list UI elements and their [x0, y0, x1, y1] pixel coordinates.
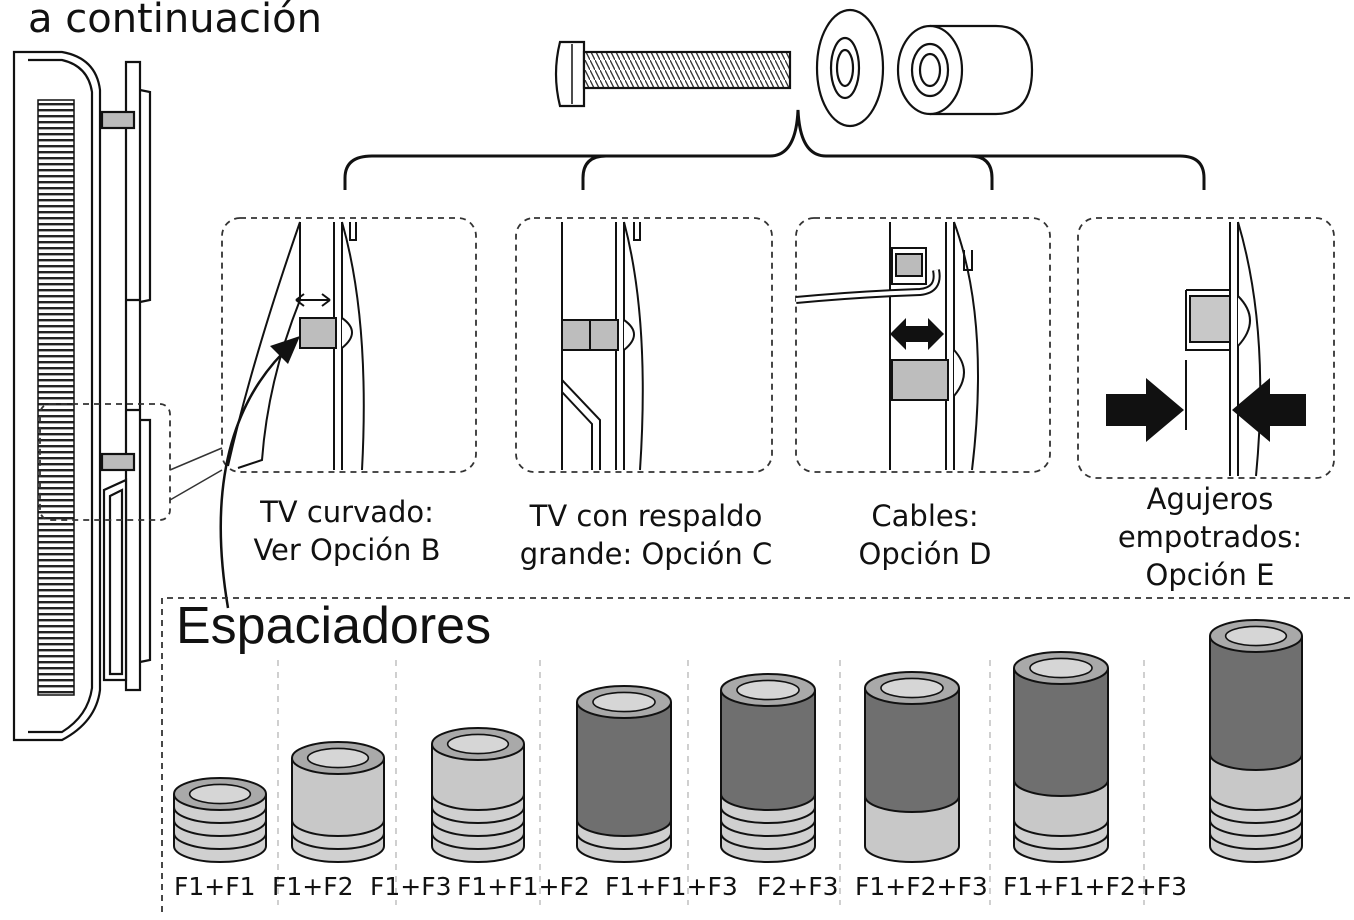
spacer-stack	[291, 741, 385, 863]
panel-b-art	[227, 221, 365, 471]
spacer-segment	[1209, 636, 1303, 771]
spacer-label: F1+F1	[174, 872, 256, 901]
spacer-top-inner	[592, 691, 656, 713]
spacer-stack	[173, 777, 267, 863]
spacer-dividers	[277, 660, 1145, 905]
spacer-segment	[431, 744, 525, 811]
spacer-stack	[1209, 619, 1303, 863]
spacer-ring-line	[173, 806, 267, 824]
spacer-ring-line	[431, 806, 525, 824]
spacer-ring-line	[1013, 832, 1109, 850]
caption-line: TV curvado:	[260, 495, 434, 529]
spacer-top-inner	[736, 679, 800, 701]
spacer-ring-line	[720, 806, 816, 824]
spacer-ring-line	[291, 832, 385, 850]
zoom-region	[39, 403, 171, 521]
spacer-ring-line	[576, 832, 672, 850]
arrow-right-e	[1106, 378, 1184, 442]
caption-line: grande: Opción C	[519, 537, 773, 571]
panel-d-art	[795, 221, 979, 471]
spacer-top-inner	[880, 677, 944, 699]
spacer-segment	[291, 758, 385, 837]
spacer-segment	[576, 702, 672, 837]
spacer-label: F1+F3	[370, 872, 452, 901]
spacer-label: F1+F1+F2	[457, 872, 590, 901]
spacer-ring-line	[173, 832, 267, 850]
panel-e-art	[1185, 221, 1262, 477]
spacers-frame	[161, 597, 1354, 912]
spacer-stack	[431, 727, 525, 863]
spacers-heading: Espaciadores	[176, 597, 492, 655]
tv-side-view	[12, 50, 152, 742]
arrow-left-e	[1232, 378, 1306, 442]
spacer-stack	[720, 673, 816, 863]
spacer-label: F1+F2+F3	[855, 872, 988, 901]
spacer-segment	[864, 688, 960, 813]
caption-option-b: TV curvado: Ver Opción B	[222, 493, 472, 569]
spacer-segment	[864, 796, 960, 863]
spacer-stack	[864, 671, 960, 863]
caption-option-e: Agujeros empotrados: Opción E	[1080, 480, 1340, 594]
washer-icon	[815, 8, 885, 128]
panel-option-e	[1077, 217, 1335, 479]
spacer-segment	[720, 690, 816, 811]
spacer-stack	[576, 685, 672, 863]
spacer-top-inner	[446, 733, 510, 755]
spacer-top-inner	[1029, 657, 1093, 679]
caption-option-c: TV con respaldo grande: Opción C	[496, 497, 796, 573]
panel-c-art	[561, 221, 644, 471]
panel-option-c	[515, 217, 773, 473]
caption-option-d: Cables: Opción D	[820, 497, 1030, 573]
spacer-segment	[1013, 668, 1109, 797]
caption-line: Agujeros	[1146, 482, 1274, 516]
option-brace	[343, 109, 1206, 190]
double-arrow-d	[890, 318, 944, 350]
caption-line: Opción E	[1145, 558, 1275, 592]
spacer-top-inner	[188, 783, 252, 805]
spacer-ring-line	[431, 832, 525, 850]
caption-line: Cables:	[871, 499, 979, 533]
spacer-ring-line	[720, 832, 816, 850]
spacer-top-inner	[306, 747, 370, 769]
caption-line: Opción D	[858, 537, 992, 571]
spacer-ring-line	[1209, 806, 1303, 824]
spacer-top-inner	[1224, 625, 1288, 647]
spacer-label: F1+F1+F3	[605, 872, 738, 901]
panel-option-b	[221, 217, 477, 473]
spacer-stacks	[173, 619, 1303, 863]
caption-line: TV con respaldo	[529, 499, 763, 533]
spacer-label: F1+F1+F2+F3	[1003, 872, 1187, 901]
bolt-icon	[554, 40, 792, 108]
panel-option-d	[795, 217, 1051, 473]
caption-line: empotrados:	[1117, 520, 1303, 554]
pointer-arrow	[219, 343, 293, 609]
page-title: a continuación	[28, 0, 322, 42]
spacer-stack	[1013, 651, 1109, 863]
spacer-label: F1+F2	[272, 872, 354, 901]
spacer-label: F2+F3	[757, 872, 839, 901]
spacer-icon	[896, 24, 1034, 116]
caption-line: Ver Opción B	[253, 533, 441, 567]
spacer-ring-line	[1209, 832, 1303, 850]
